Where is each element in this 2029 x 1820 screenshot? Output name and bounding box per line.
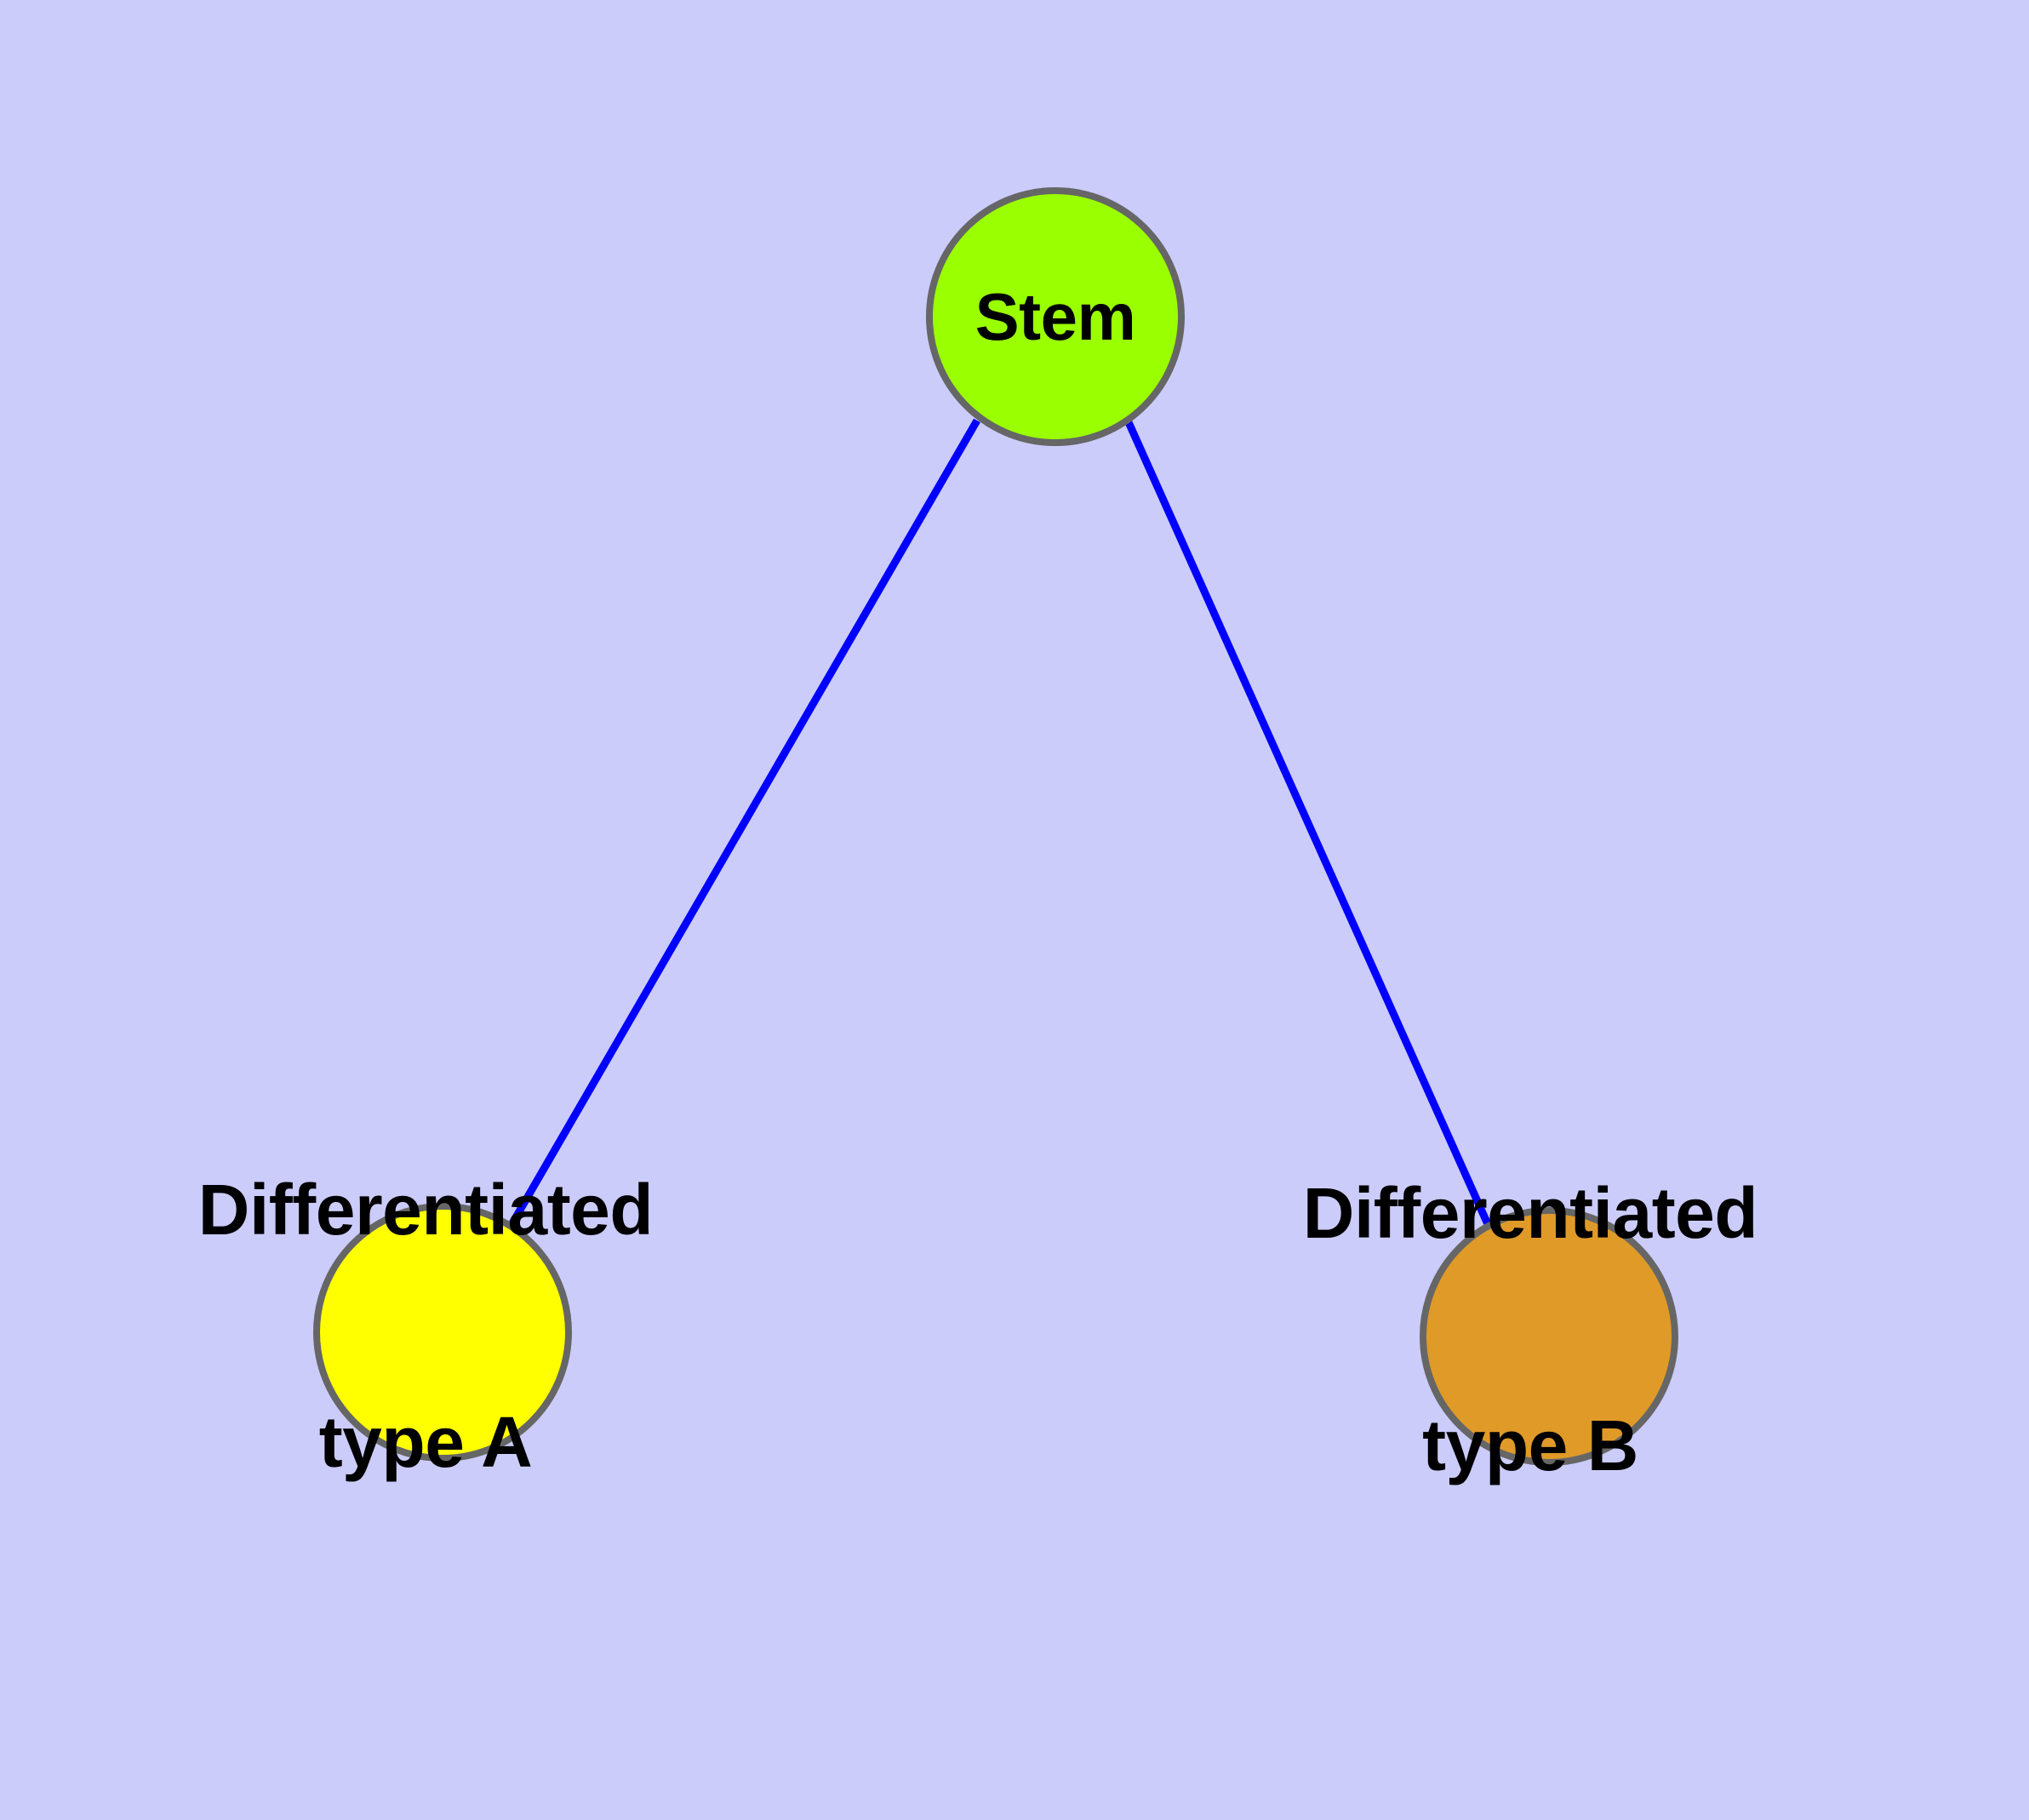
node-differentiated-type-b[interactable] [1420, 1207, 1678, 1466]
node-stem[interactable] [926, 187, 1185, 446]
edge-layer [509, 418, 1492, 1226]
edge-stem-to-differentiated-type-a [509, 418, 980, 1226]
node-layer [313, 187, 1678, 1466]
edge-stem-to-differentiated-type-b [1124, 421, 1492, 1226]
node-differentiated-type-a[interactable] [313, 1203, 572, 1462]
